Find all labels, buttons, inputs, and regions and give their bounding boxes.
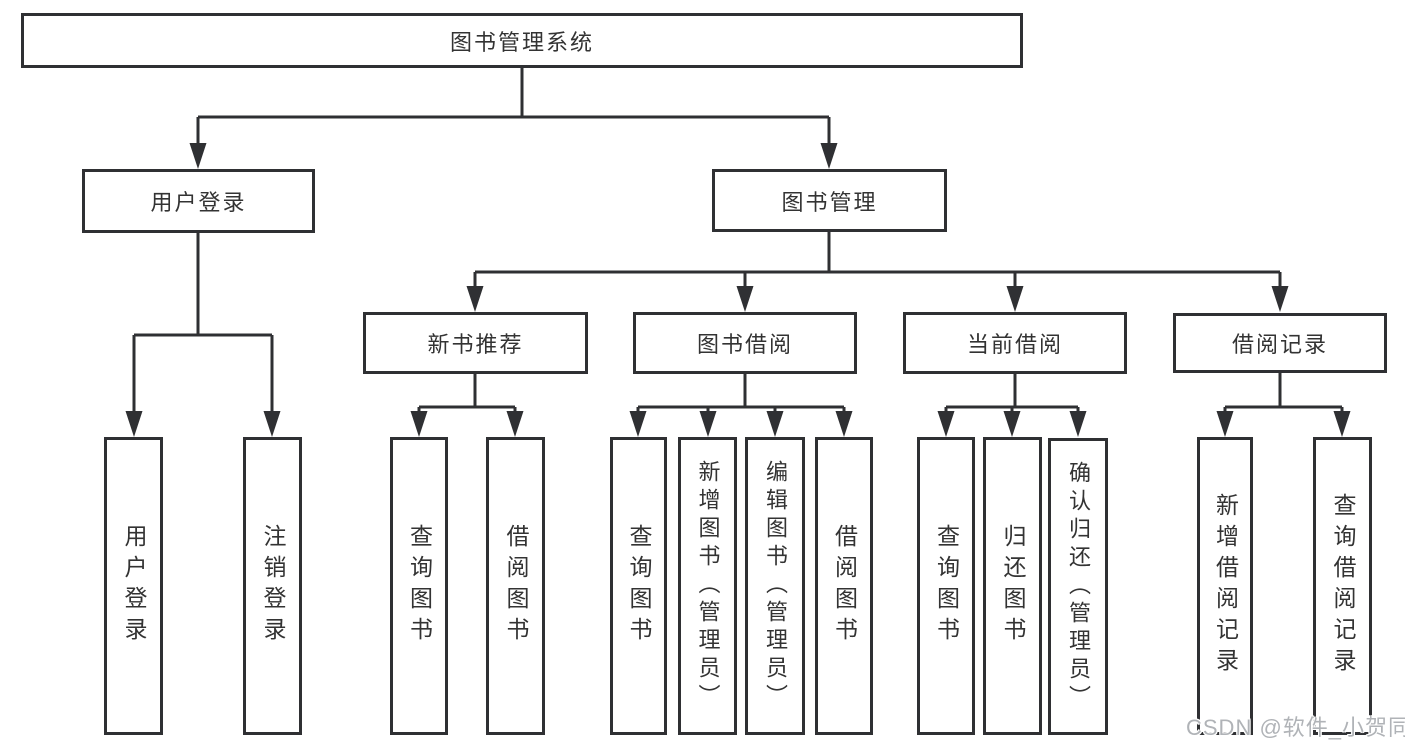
node-current-borrowing: 当前借阅 <box>903 312 1127 374</box>
leaf-label: 编辑图书（管理员） <box>763 460 788 712</box>
leaf-query-books-current: 查询图书 <box>917 437 975 735</box>
node-label: 新书推荐 <box>427 332 524 357</box>
node-label: 借阅记录 <box>1231 332 1328 357</box>
csdn-watermark: CSDN @软件_小贺同学 <box>1186 715 1405 740</box>
leaf-label: 查询借阅记录 <box>1330 493 1356 679</box>
leaf-label: 注销登录 <box>260 524 286 648</box>
node-user-login: 用户登录 <box>82 169 315 233</box>
leaf-borrow-books-recommend: 借阅图书 <box>486 437 545 735</box>
node-book-management: 图书管理 <box>712 169 947 232</box>
leaf-confirm-return-admin: 确认归还（管理员） <box>1048 438 1108 735</box>
leaf-add-book-admin: 新增图书（管理员） <box>678 437 737 735</box>
leaf-label: 确认归还（管理员） <box>1066 460 1091 713</box>
leaf-label: 查询图书 <box>626 524 652 648</box>
node-label: 图书管理系统 <box>449 29 594 55</box>
node-label: 图书管理 <box>781 189 878 215</box>
leaf-query-borrow-record: 查询借阅记录 <box>1313 437 1372 735</box>
leaf-query-books-recommend: 查询图书 <box>390 437 448 735</box>
leaf-return-book: 归还图书 <box>983 437 1042 735</box>
leaf-label: 查询图书 <box>406 524 433 648</box>
leaf-user-login: 用户登录 <box>104 437 163 735</box>
node-label: 用户登录 <box>150 190 247 215</box>
node-label: 当前借阅 <box>966 332 1063 357</box>
node-library-management-system: 图书管理系统 <box>21 13 1023 68</box>
leaf-label: 借阅图书 <box>831 524 858 648</box>
leaf-add-borrow-record: 新增借阅记录 <box>1197 437 1253 735</box>
leaf-logout: 注销登录 <box>243 437 302 735</box>
leaf-edit-book-admin: 编辑图书（管理员） <box>745 437 805 735</box>
leaf-query-books-borrowing: 查询图书 <box>610 437 667 735</box>
leaf-borrow-books-borrowing: 借阅图书 <box>815 437 873 735</box>
leaf-label: 归还图书 <box>1000 524 1026 648</box>
leaf-label: 新增借阅记录 <box>1212 493 1239 679</box>
node-borrowing-records: 借阅记录 <box>1173 313 1387 373</box>
node-new-book-recommendation: 新书推荐 <box>363 312 588 374</box>
leaf-label: 用户登录 <box>121 524 147 648</box>
leaf-label: 新增图书（管理员） <box>695 460 721 712</box>
node-book-borrowing: 图书借阅 <box>633 312 857 374</box>
leaf-label: 借阅图书 <box>503 524 529 648</box>
leaf-label: 查询图书 <box>933 524 960 648</box>
node-label: 图书借阅 <box>696 332 793 357</box>
